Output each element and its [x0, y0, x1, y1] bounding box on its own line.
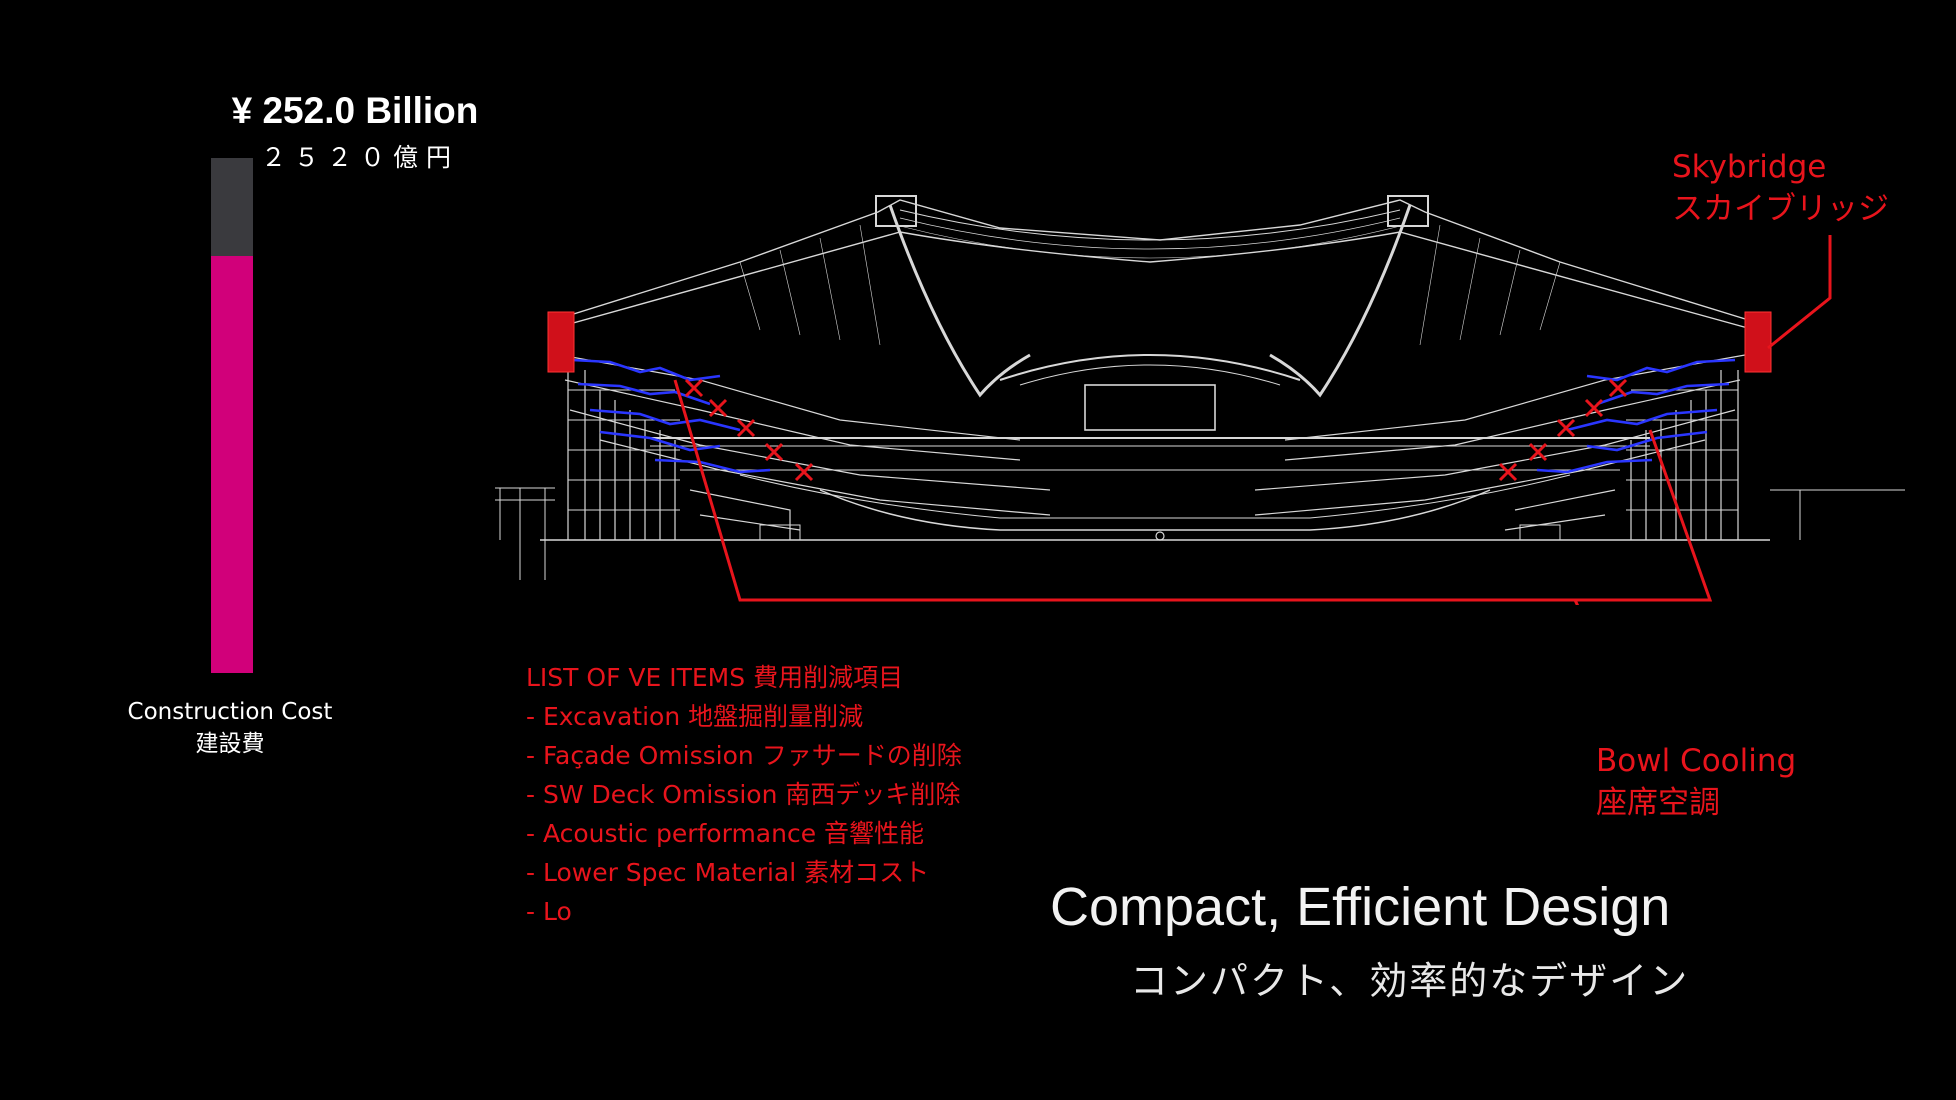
skybridge-label-jp: スカイブリッジ: [1672, 191, 1889, 227]
skybridge-label-en: Skybridge: [1672, 149, 1827, 185]
cost-bar-fill: [211, 255, 253, 673]
ve-list-item: - SW Deck Omission 南西デッキ削除: [526, 780, 961, 809]
keel-cap-right: [1387, 195, 1429, 227]
bowl-cooling-callout-line: [673, 379, 1713, 602]
bowl-cooling-label-en: Bowl Cooling: [1596, 743, 1797, 779]
skybridge-label: Skybridge スカイブリッジ: [1672, 146, 1889, 230]
cost-label-en: Construction Cost: [127, 699, 333, 725]
roof-outline: [547, 199, 1756, 323]
skybridge-box-right: [1744, 311, 1772, 373]
cost-bar: [211, 158, 253, 673]
stadium-section-drawing: [495, 195, 1905, 605]
skybridge-highlights: [547, 311, 1772, 373]
stadium-linework: [495, 195, 1905, 580]
skybridge-callout-line: [1767, 235, 1832, 350]
skybridge-box-left: [547, 311, 575, 373]
cost-bar-remaining: [211, 158, 253, 256]
ve-list-item: - Acoustic performance 音響性能: [526, 819, 925, 848]
cost-amount-jp: ２５２０億円: [260, 143, 459, 172]
ve-x-marks: [684, 378, 1628, 482]
ve-list-item: - Excavation 地盤掘削量削減: [526, 702, 864, 731]
ve-list-item: - Lo: [526, 897, 572, 926]
bowl-cooling-label: Bowl Cooling 座席空調: [1596, 740, 1796, 824]
keel-arch-left: [888, 204, 1031, 398]
keel-cap-left: [875, 195, 917, 227]
design-title: Compact, Efficient Design: [1050, 877, 1671, 937]
seating-tiers-left: [559, 354, 1051, 516]
roof-membrane: [899, 209, 1401, 241]
field-floor: [819, 489, 1491, 531]
callout-lines: [673, 235, 1832, 605]
bowl-cooling-label-jp: 座席空調: [1596, 785, 1720, 821]
ve-items-list: LIST OF VE ITEMS 費用削減項目 - Excavation 地盤掘…: [526, 658, 962, 931]
ve-list-item: - Lower Spec Material 素材コスト: [526, 858, 930, 887]
cost-label: Construction Cost 建設費: [110, 696, 350, 760]
design-title-jp: コンパクト、効率的なデザイン: [1130, 959, 1690, 1003]
ve-list-title: LIST OF VE ITEMS 費用削減項目: [526, 663, 904, 692]
bowl-cooling-ducts: [571, 358, 1736, 474]
cost-amount: ¥ 252.0 Billion: [231, 90, 479, 131]
cost-label-jp: 建設費: [195, 731, 265, 757]
roof-underside: [547, 231, 1756, 331]
ve-list-item: - Façade Omission ファサードの削除: [526, 741, 962, 770]
seating-tiers-right: [1254, 354, 1746, 516]
keel-arch-right: [1269, 204, 1412, 398]
